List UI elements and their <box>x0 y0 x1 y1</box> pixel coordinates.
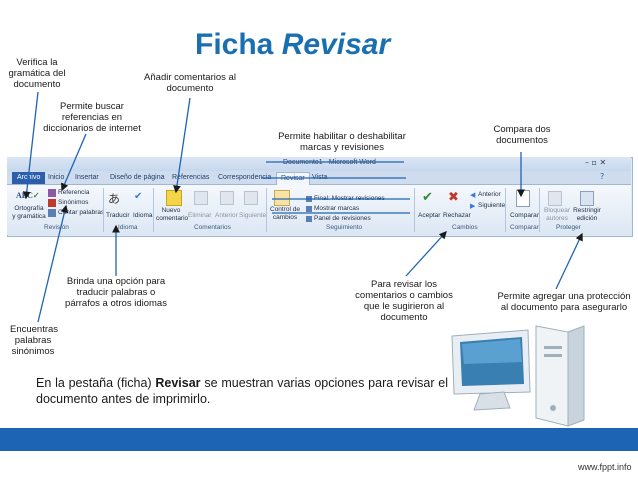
slide-body-text: En la pestaña (ficha) Revisar se muestra… <box>36 375 448 407</box>
tab-inicio[interactable]: Inicio <box>48 174 65 181</box>
group-label-comparar: Comparar <box>510 224 539 231</box>
callout-traducir: Brinda una opción para traducir palabras… <box>62 276 170 309</box>
mostrar-marcas-button[interactable]: Mostrar marcas <box>314 205 360 212</box>
control-cambios-button[interactable]: Control de cambios <box>270 206 300 221</box>
computer-illustration <box>451 325 585 427</box>
callout-revisar-comentarios: Para revisar los comentarios o cambios q… <box>352 279 456 323</box>
arrow-anadir <box>173 97 191 194</box>
tab-correspondencia[interactable]: Correspondencia <box>218 174 272 181</box>
language-icon: ✔ <box>134 191 143 202</box>
anterior-comment-button[interactable]: Anterior <box>215 212 238 219</box>
group-label-comentarios: Comentarios <box>194 224 231 231</box>
rechazar-button[interactable]: Rechazar <box>443 212 471 219</box>
ortografia-button[interactable]: Ortografía y gramática <box>12 205 46 220</box>
nuevo-comentario-button[interactable]: Nuevo comentario <box>156 207 189 222</box>
bloquear-autores-button[interactable]: Bloquear autores <box>543 207 571 222</box>
previous-comment-icon <box>220 191 234 205</box>
restrict-editing-icon <box>580 191 594 206</box>
next-comment-icon <box>244 191 258 205</box>
referencia-button[interactable]: Referencia <box>58 189 90 196</box>
aceptar-button[interactable]: Aceptar <box>418 212 441 219</box>
tab-insertar[interactable]: Insertar <box>75 174 99 181</box>
footer-bar <box>0 428 638 451</box>
idioma-button[interactable]: Idioma <box>133 212 153 219</box>
slide-title: Ficha Revisar <box>195 28 390 62</box>
callout-sinonimos: Encuentras palabras sinónimos <box>10 324 59 357</box>
group-separator <box>539 188 540 232</box>
body-rest: se muestran varias opciones para revisar… <box>36 376 448 406</box>
arrow-proteccion <box>555 232 583 290</box>
group-separator <box>414 188 415 232</box>
slide-title-emphasis: Revisar <box>281 28 391 61</box>
translate-icon: あ <box>108 192 121 206</box>
callout-buscar: Permite buscar referencias en diccionari… <box>36 101 148 134</box>
arrow-revisar-comentarios <box>405 231 447 277</box>
callout-proteccion: Permite agregar una protección al docume… <box>494 291 634 313</box>
show-markup-icon <box>306 206 312 212</box>
contar-palabras-button[interactable]: Contar palabras <box>58 209 105 216</box>
reviewing-pane-icon <box>306 216 312 222</box>
eliminar-button[interactable]: Eliminar <box>188 212 212 219</box>
anterior-change-button[interactable]: Anterior <box>478 191 501 198</box>
sinonimos-button[interactable]: Sinónimos <box>58 199 89 206</box>
group-label-revision: Revisión <box>44 224 69 231</box>
body-bold: Revisar <box>155 376 201 390</box>
slide-title-prefix: Ficha <box>195 28 282 61</box>
next-change-icon: ▶ <box>470 202 476 210</box>
group-separator <box>103 188 104 232</box>
footer-url: www.fppt.info <box>578 462 632 472</box>
group-label-seguimiento: Seguimiento <box>326 224 363 231</box>
tab-referencias[interactable]: Referencias <box>172 174 210 181</box>
callout-verifica: Verifica la gramática del documento <box>6 57 68 90</box>
arrow-sinonimos <box>37 204 69 323</box>
group-label-cambios: Cambios <box>452 224 478 231</box>
word-count-icon <box>48 209 56 217</box>
group-separator <box>266 188 267 232</box>
callout-anadir: Añadir comentarios al documento <box>140 72 240 94</box>
traducir-button[interactable]: Traducir <box>106 212 130 219</box>
block-authors-icon <box>548 191 562 206</box>
group-label-idioma: Idioma <box>118 224 138 231</box>
track-changes-icon <box>274 190 290 206</box>
restringir-edicion-button[interactable]: Restringir edición <box>573 207 601 222</box>
help-icon[interactable]: ? <box>600 172 605 181</box>
tab-diseno[interactable]: Diseño de página <box>110 174 165 181</box>
group-separator <box>153 188 154 232</box>
delete-comment-icon <box>194 191 208 205</box>
group-label-proteger: Proteger <box>556 224 581 231</box>
thesaurus-icon <box>48 199 56 207</box>
siguiente-comment-button[interactable]: Siguiente <box>239 212 267 219</box>
panel-revisiones-button[interactable]: Panel de revisiones <box>314 215 371 222</box>
comparar-button[interactable]: Comparar <box>510 212 539 219</box>
book-icon <box>48 189 56 197</box>
accept-icon: ✔ <box>422 190 433 205</box>
group-separator <box>505 188 506 232</box>
arrow-buscar <box>60 133 87 192</box>
siguiente-change-button[interactable]: Siguiente <box>478 202 506 209</box>
previous-change-icon: ◀ <box>470 191 476 199</box>
callout-habilitar: Permite habilitar o deshabilitar marcas … <box>268 131 416 153</box>
body-lead: En la pestaña (ficha) <box>36 376 156 390</box>
arrow-verifica <box>22 91 39 200</box>
window-controls[interactable]: – ▫ ✕ <box>585 158 607 167</box>
reject-icon: ✖ <box>448 190 459 205</box>
callout-compara: Compara dos documentos <box>490 124 554 146</box>
